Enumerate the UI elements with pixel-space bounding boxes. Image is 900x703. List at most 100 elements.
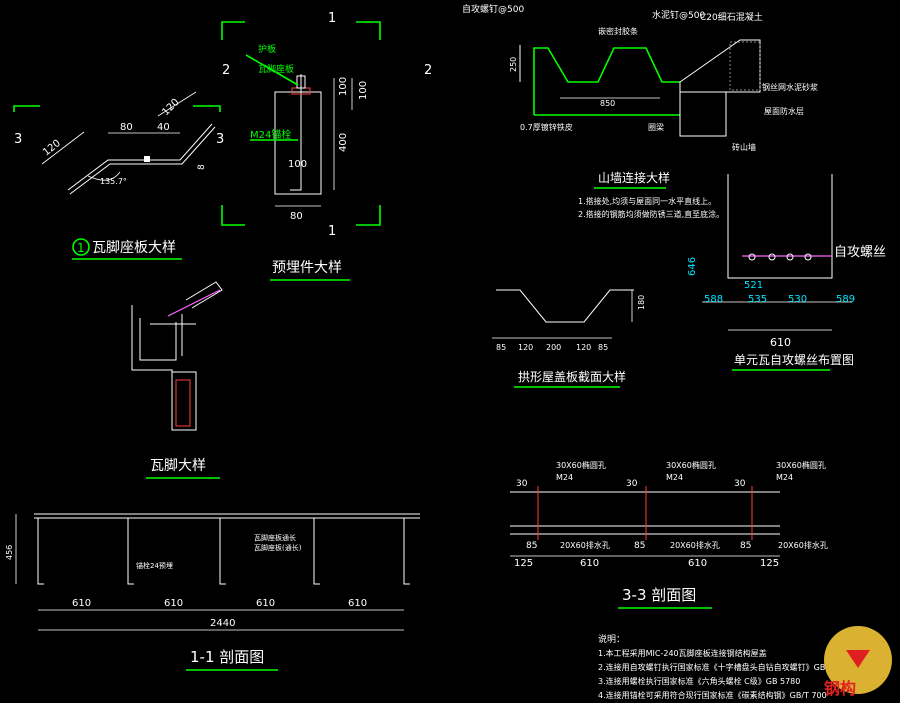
note-1: 1.本工程采用MIC-240瓦脚座板连接钢结构屋盖 [598, 648, 767, 658]
s33-30-2: 30 [626, 479, 638, 489]
cut1-top: 1 [328, 11, 336, 26]
gable-concrete [679, 39, 761, 93]
dim-589: 589 [836, 294, 855, 305]
gable-beam [679, 91, 727, 137]
screw-layout-detail: 自攻螺丝 646 521 588 535 530 589 610 单元瓦自攻螺丝… [687, 174, 886, 371]
anchor-hook [290, 178, 302, 191]
screw-1 [748, 253, 756, 261]
foot-column [171, 371, 197, 431]
s33-drain-3: 20X60排水孔 [778, 540, 828, 550]
s11-610-4: 610 [348, 598, 367, 609]
s11-610-2: 610 [164, 598, 183, 609]
section-1-1: 456 锚栓24预埋 瓦脚座板通长 瓦脚座板(通长) 610 610 610 6… [5, 513, 420, 671]
cut2-right: 2 [424, 63, 432, 78]
arch-profile [496, 289, 634, 323]
label-self-tap: 自攻螺钉@500 [462, 3, 524, 15]
angle-arc [87, 171, 121, 181]
s11-post-5 [403, 518, 410, 585]
bracket-br [356, 205, 381, 226]
detail-number-circle [72, 238, 90, 256]
cut-mark-right [193, 105, 221, 112]
cut-label-right: 3 [216, 132, 224, 147]
screw-4 [804, 253, 812, 261]
dim-610: 610 [770, 336, 791, 349]
dim-100c: 100 [288, 159, 307, 170]
s33-m24-1: M24 [556, 473, 573, 482]
logo-text: 钢构 [824, 679, 856, 698]
screw-label: 自攻螺丝 [834, 245, 886, 260]
gable-note-2: 2.搭接的钢筋均须做防锈三道,直至底涂。 [578, 209, 724, 219]
seat-plate-outline [67, 123, 213, 191]
cut1-bottom: 1 [328, 224, 336, 239]
dim-40-text: 40 [157, 122, 170, 133]
dim-120-right [157, 91, 197, 117]
s33-30-1: 30 [516, 479, 528, 489]
note-2: 2.连接用自攻螺钉执行国家标准《十字槽盘头自钻自攻螺钉》GB [598, 662, 825, 672]
s33-30-3: 30 [734, 479, 746, 489]
sec11-title: 1-1 剖面图 [190, 648, 264, 666]
gable-wire-mesh [729, 41, 761, 91]
cut-mark-left [13, 105, 40, 112]
s11-456: 456 [5, 545, 14, 560]
label-seal: 嵌密封胶条 [598, 26, 638, 36]
bracket-tr [356, 21, 381, 40]
label-nail: 水泥钉@500 [652, 9, 705, 21]
s11-note2: 瓦脚座板(通长) [254, 543, 302, 552]
s11-610-3: 610 [256, 598, 275, 609]
s33-m24-2: M24 [666, 473, 683, 482]
s33-85-1: 85 [526, 541, 537, 551]
dim-530: 530 [788, 294, 807, 305]
gable-note-1: 1.搭接处,均须与屋面同一水平直线上。 [578, 196, 716, 206]
arch-85a: 85 [496, 343, 506, 352]
note-4: 4.连接用锚栓可采用符合现行国家标准《碳素结构钢》GB/T 700 [598, 690, 827, 700]
angle-text: 135.7° [100, 177, 127, 186]
screw-2 [768, 253, 776, 261]
dim-8-text: 8 [197, 164, 207, 170]
dim-535: 535 [748, 294, 767, 305]
dim-120-left [41, 131, 85, 165]
bracket-tl [221, 21, 245, 40]
gable-connection-detail: 250 850 自攻螺钉@500 水泥钉@500 C20细石混凝土 嵌密封胶条 … [462, 3, 818, 219]
s11-2440: 2440 [210, 618, 235, 629]
note-3: 3.连接用螺栓执行国家标准《六角头螺栓 C级》GB 5780 [598, 676, 800, 686]
dim-400: 400 [338, 133, 349, 152]
s33-85-2: 85 [634, 541, 645, 551]
detail-number: 1 [77, 241, 85, 255]
arch-title: 拱形屋盖板截面大样 [518, 369, 626, 384]
label-wall: 砖山墙 [732, 142, 756, 152]
tile-seat-title: 瓦脚座板大样 [92, 240, 176, 256]
bolt-nut [296, 75, 306, 89]
general-notes: 说明： 1.本工程采用MIC-240瓦脚座板连接钢结构屋盖 2.连接用自攻螺钉执… [598, 633, 827, 700]
screw-title: 单元瓦自攻螺丝布置图 [734, 353, 854, 367]
s11-610-1: 610 [72, 598, 91, 609]
s33-hole-2: 30X60椭圆孔 [666, 460, 716, 470]
sec33-title: 3-3 剖面图 [622, 586, 696, 604]
s11-post-2 [127, 518, 134, 585]
arch-120b: 120 [576, 343, 591, 352]
s11-anchor: 锚栓24预埋 [136, 561, 173, 570]
s11-post-1 [37, 518, 44, 585]
s33-m24-3: M24 [776, 473, 793, 482]
section-3-3: 30X60椭圆孔 30X60椭圆孔 30X60椭圆孔 M24 M24 M24 3… [510, 460, 828, 609]
s33-drain-1: 20X60排水孔 [560, 540, 610, 550]
foot-sheet-cap [185, 281, 223, 309]
embedded-title: 预埋件大样 [272, 260, 342, 276]
arch-120a: 120 [518, 343, 533, 352]
s33-125-2: 125 [760, 558, 779, 569]
screw-sheet [727, 174, 833, 279]
label-seat-plate: 瓦脚座板 [258, 63, 294, 75]
foot-sheet [167, 289, 221, 317]
label-sheet: 0.7厚镀锌铁皮 [520, 122, 573, 132]
dim-646: 646 [687, 257, 698, 276]
logo-triangle-icon [846, 650, 870, 668]
embed-wall-block [274, 91, 322, 195]
arch-200: 200 [546, 343, 561, 352]
dim-80: 80 [290, 211, 303, 222]
label-anchor-bolt: M24锚栓 [250, 128, 291, 141]
dim-100a: 100 [338, 77, 349, 96]
gable-title: 山墙连接大样 [598, 170, 670, 185]
dim-521: 521 [744, 280, 763, 291]
label-beam: 圈梁 [648, 123, 664, 132]
foot-gutter [139, 318, 177, 361]
